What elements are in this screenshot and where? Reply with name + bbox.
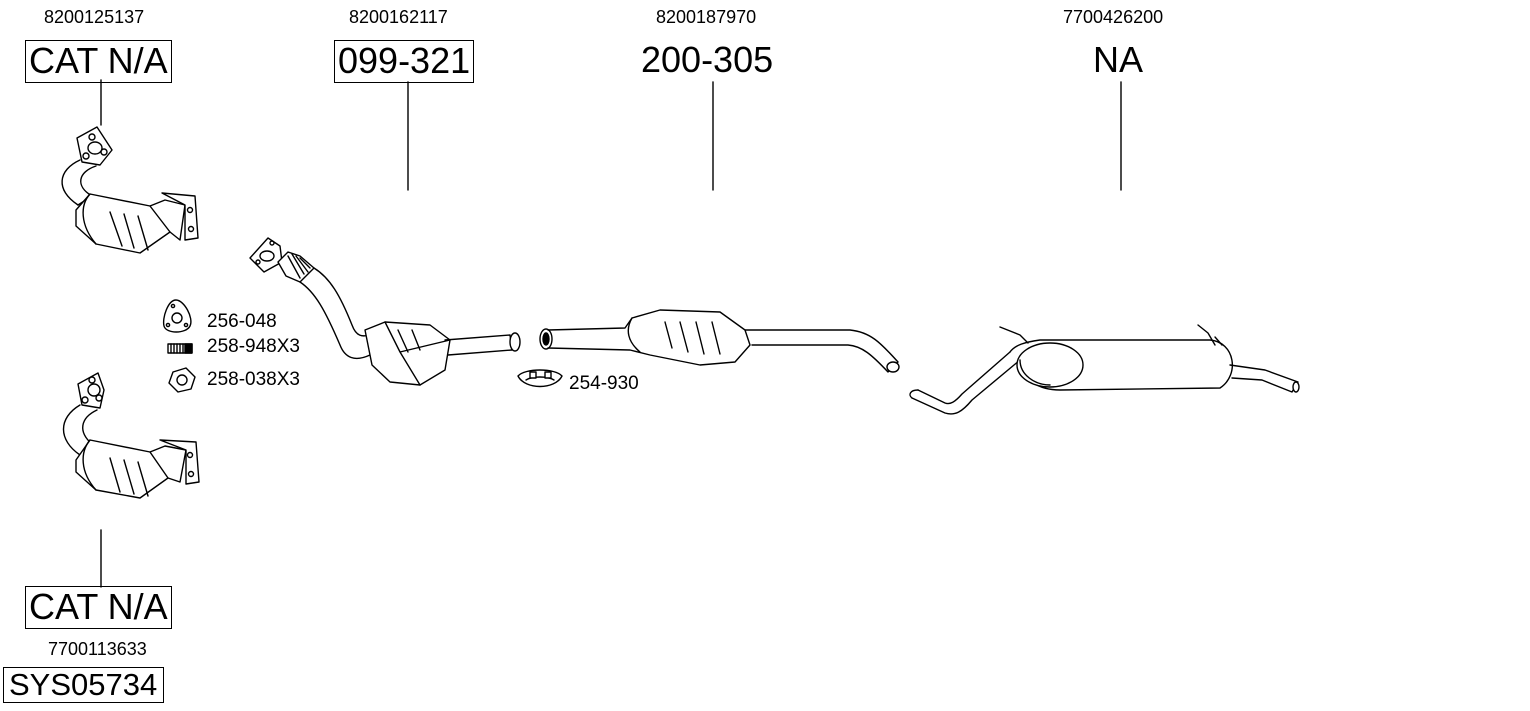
front-catalyst-lower-drawing[interactable]: [63, 372, 200, 499]
leader-lines: [100, 79, 1122, 588]
nut-code[interactable]: 258-038X3: [207, 369, 300, 390]
system-code: SYS05734: [3, 667, 165, 703]
nut-drawing[interactable]: [168, 367, 196, 393]
stud-code[interactable]: 258-948X3: [207, 336, 300, 357]
front-catalyst-upper-drawing[interactable]: [61, 126, 199, 254]
rear-silencer-code[interactable]: NA: [1093, 39, 1144, 80]
front-pipe-drawing[interactable]: [249, 237, 521, 386]
front-cat-lower-code[interactable]: CAT N/A: [25, 586, 172, 629]
clamp-drawing[interactable]: [517, 369, 563, 388]
clamp-code[interactable]: 254-930: [569, 373, 639, 394]
front-cat-upper-code[interactable]: CAT N/A: [25, 40, 172, 83]
front-cat-lower-oem-number: 7700113633: [48, 639, 147, 659]
catalytic-converter-drawing[interactable]: [539, 309, 900, 373]
front-pipe-code[interactable]: 099-321: [334, 40, 475, 83]
front-pipe-oem-number: 8200162117: [349, 7, 448, 27]
rear-silencer-oem-number: 7700426200: [1063, 7, 1164, 27]
catalytic-converter-code[interactable]: 200-305: [641, 39, 774, 80]
catalytic-converter-oem-number: 8200187970: [656, 7, 757, 27]
rear-silencer-drawing[interactable]: [909, 324, 1300, 415]
front-cat-upper-oem-number: 8200125137: [44, 7, 145, 27]
stud-drawing[interactable]: [167, 343, 193, 354]
gasket-drawing[interactable]: [162, 299, 192, 333]
gasket-code[interactable]: 256-048: [207, 311, 277, 332]
